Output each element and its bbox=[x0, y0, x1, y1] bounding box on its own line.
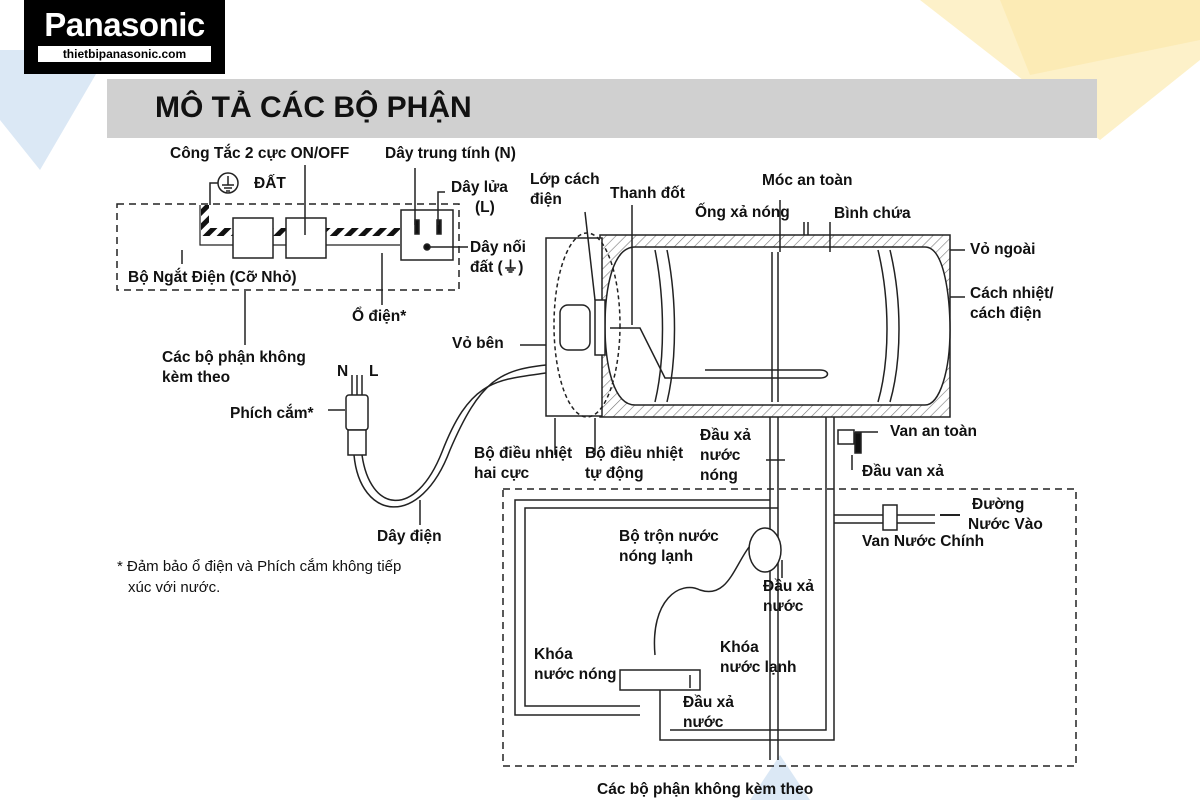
label-shower-line1: Đầu xả bbox=[763, 578, 814, 595]
label-spout-line1: Đầu xả bbox=[683, 694, 734, 711]
note-line1: * Đảm bảo ổ điện và Phích cắm không tiếp bbox=[117, 558, 402, 575]
label-live-line2: (L) bbox=[475, 199, 495, 216]
label-not-included-line1: Các bộ phận không bbox=[162, 349, 306, 366]
label-hot-tap-line1: Khóa bbox=[534, 646, 573, 663]
label-plug-n: N bbox=[337, 363, 349, 380]
label-hot-outlet-pipe: Ống xả nóng bbox=[695, 204, 790, 221]
label-ground-line1: Dây nối bbox=[470, 239, 526, 256]
label-bipolar-line2: hai cực bbox=[474, 465, 530, 482]
outlet bbox=[400, 209, 454, 261]
label-plug-l: L bbox=[369, 363, 379, 380]
label-cold-tap: Khóa nước lạnh bbox=[720, 638, 797, 678]
label-auto-line1: Bộ điều nhiệt bbox=[585, 445, 684, 462]
label-hot-outlet-line1: Đầu xả bbox=[700, 427, 751, 444]
label-outer-case: Vỏ ngoài bbox=[970, 241, 1036, 258]
label-inlet-line2: Nước Vào bbox=[968, 516, 1043, 533]
label-inlet-line1: Đường bbox=[972, 496, 1025, 513]
label-main-valve: Van Nước Chính bbox=[862, 533, 985, 550]
label-spout: Đầu xả nước bbox=[683, 693, 734, 733]
label-drain-valve: Đầu van xả bbox=[862, 463, 944, 480]
hot-pipe bbox=[769, 417, 779, 760]
label-not-included-line2: kèm theo bbox=[162, 369, 231, 386]
label-breaker: Bộ Ngắt Điện (Cỡ Nhỏ) bbox=[128, 269, 297, 286]
label-tank: Bình chứa bbox=[834, 205, 911, 222]
panasonic-logo: Panasonic thietbipanasonic.com bbox=[24, 0, 225, 74]
label-plug: Phích cắm* bbox=[230, 405, 314, 422]
label-auto-thermostat: Bộ điều nhiệt tự động bbox=[585, 444, 683, 484]
label-thermal-line1: Cách nhiệt/ bbox=[970, 285, 1054, 302]
label-not-included: Các bộ phận không kèm theo bbox=[162, 348, 306, 388]
label-hot-tap-line2: nước nóng bbox=[534, 666, 617, 683]
label-side-case: Vỏ bên bbox=[452, 335, 504, 352]
label-neutral: Dây trung tính (N) bbox=[385, 145, 516, 162]
label-outlet: Ổ điện* bbox=[352, 308, 407, 325]
label-shower-line2: nước bbox=[763, 598, 804, 615]
label-live-line1: Dây lửa bbox=[451, 179, 508, 196]
logo-site: thietbipanasonic.com bbox=[38, 46, 211, 62]
title-banner: MÔ TẢ CÁC BỘ PHẬN bbox=[107, 79, 1097, 138]
label-ground-line2: đất (⏚) bbox=[470, 259, 524, 276]
label-thermal-line2: cách điện bbox=[970, 305, 1042, 322]
label-heater: Thanh đốt bbox=[610, 185, 685, 202]
note-line2: xúc với nước. bbox=[128, 579, 221, 596]
label-safety-valve: Van an toàn bbox=[890, 423, 977, 440]
label-bipolar-line1: Bộ điều nhiệt bbox=[474, 445, 573, 462]
label-hot-tap: Khóa nước nóng bbox=[534, 645, 617, 685]
label-hot-outlet-line3: nóng bbox=[700, 467, 738, 484]
label-earth: ĐẤT bbox=[254, 175, 286, 192]
page-title: MÔ TẢ CÁC BỘ PHẬN bbox=[155, 91, 472, 124]
label-cold-tap-line2: nước lạnh bbox=[720, 659, 797, 676]
label-ground-wire: Dây nối đất (⏚) bbox=[470, 238, 526, 278]
label-switch: Công Tắc 2 cực ON/OFF bbox=[170, 145, 350, 162]
label-mixer-line2: nóng lạnh bbox=[619, 548, 694, 565]
label-not-included-bottom: Các bộ phận không kèm theo bbox=[597, 781, 814, 798]
label-spout-line2: nước bbox=[683, 714, 724, 731]
label-insulation-layer: Lớp cách điện bbox=[530, 170, 600, 210]
label-cold-tap-line1: Khóa bbox=[720, 639, 759, 656]
label-mixer-line1: Bộ trộn nước bbox=[619, 528, 719, 545]
not-included-box-bottom bbox=[502, 488, 1077, 767]
label-hot-outlet-line2: nước bbox=[700, 447, 741, 464]
label-insulation-line2: điện bbox=[530, 191, 562, 208]
logo-brand: Panasonic bbox=[44, 6, 205, 43]
label-safety-hook: Móc an toàn bbox=[762, 172, 853, 189]
label-thermal: Cách nhiệt/cách điện bbox=[970, 284, 1054, 324]
label-hot-outlet: Đầu xả nước nóng bbox=[700, 426, 751, 486]
label-mixer: Bộ trộn nước nóng lạnh bbox=[619, 527, 719, 567]
label-bipolar-thermostat: Bộ điều nhiệt hai cực bbox=[474, 444, 572, 484]
label-shower: Đầu xả nước bbox=[763, 577, 814, 617]
label-auto-line2: tự động bbox=[585, 465, 644, 482]
label-cord: Dây điện bbox=[377, 528, 442, 545]
label-live: Dây lửa (L) bbox=[451, 178, 508, 218]
label-insulation-line1: Lớp cách bbox=[530, 171, 600, 188]
